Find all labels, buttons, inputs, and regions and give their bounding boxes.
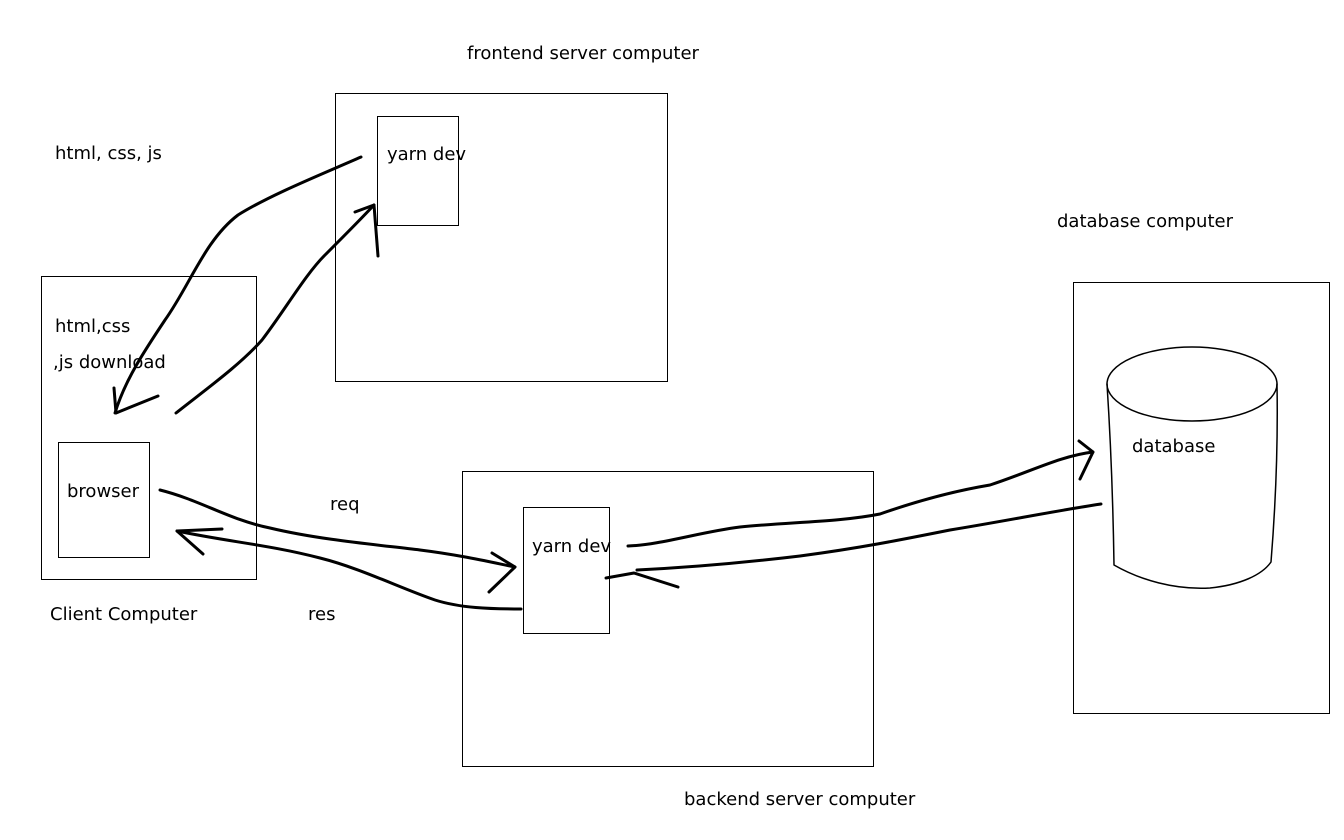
client-download-label-2: ,js download xyxy=(53,352,166,373)
browser-label: browser xyxy=(67,481,140,502)
frontend-process-label: yarn dev xyxy=(387,144,467,165)
database-computer-box xyxy=(1073,282,1330,714)
response-label: res xyxy=(308,604,336,625)
assets-label: html, css, js xyxy=(55,143,162,164)
browser-box xyxy=(58,442,150,558)
database-label: database xyxy=(1132,436,1216,457)
request-label: req xyxy=(330,494,360,515)
backend-process-box xyxy=(523,507,610,634)
backend-server-title: backend server computer xyxy=(684,789,916,810)
frontend-server-title: frontend server computer xyxy=(467,43,699,64)
backend-process-label: yarn dev xyxy=(532,536,612,557)
client-download-label-1: html,css xyxy=(55,316,131,337)
database-computer-title: database computer xyxy=(1057,211,1233,232)
frontend-process-box xyxy=(377,116,459,226)
client-computer-title: Client Computer xyxy=(50,604,198,625)
